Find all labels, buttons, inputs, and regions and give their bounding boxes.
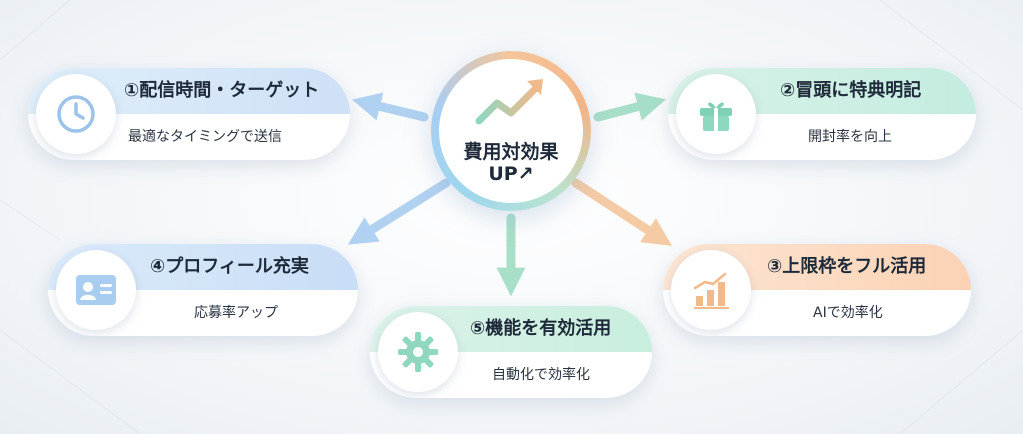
card-benefit-upfront: ②冒頭に特典明記 開封率を向上	[668, 68, 976, 160]
gift-icon	[700, 102, 732, 131]
card-icon-badge	[671, 250, 751, 330]
card-icon-badge	[56, 250, 136, 330]
card-title: ④プロフィール充実	[150, 256, 309, 277]
card-subtitle: AIで効率化	[813, 305, 883, 321]
bar-chart-icon	[693, 272, 729, 309]
gear-icon	[398, 332, 438, 372]
card-icon-badge	[676, 74, 756, 154]
card-title: ⑤機能を有効活用	[470, 318, 612, 339]
center-up-label: UP↗	[439, 163, 583, 185]
card-subtitle: 自動化で効率化	[492, 367, 590, 383]
arrow-to-card-1	[352, 92, 429, 122]
center-hub: 費用対効果 UP↗	[431, 51, 591, 211]
card-title: ③上限枠をフル活用	[767, 256, 927, 277]
card-title: ①配信時間・ターゲット	[124, 80, 320, 101]
arrow-to-card-4	[347, 178, 451, 245]
up-arrow-icon: ↗	[517, 163, 534, 185]
clock-icon	[57, 95, 95, 133]
card-subtitle: 最適なタイミングで送信	[128, 129, 282, 145]
center-hub-inner: 費用対効果 UP↗	[439, 59, 583, 203]
center-title: 費用対効果	[463, 141, 559, 163]
up-text: UP	[488, 163, 518, 185]
arrow-to-card-3	[571, 178, 673, 246]
card-delivery-time-target: ①配信時間・ターゲット 最適なタイミングで送信	[28, 68, 350, 160]
card-subtitle: 開封率を向上	[808, 129, 892, 145]
card-features: ⑤機能を有効活用 自動化で効率化	[370, 306, 652, 398]
trend-up-icon	[475, 79, 543, 125]
profile-card-icon	[76, 275, 116, 305]
card-icon-badge	[378, 312, 458, 392]
card-max-quota: ③上限枠をフル活用 AIで効率化	[663, 244, 971, 336]
card-subtitle: 応募率アップ	[194, 305, 278, 321]
card-profile: ④プロフィール充実 応募率アップ	[48, 244, 358, 336]
card-icon-badge	[36, 74, 116, 154]
arrow-to-card-2	[593, 92, 666, 122]
card-title: ②冒頭に特典明記	[780, 80, 922, 101]
